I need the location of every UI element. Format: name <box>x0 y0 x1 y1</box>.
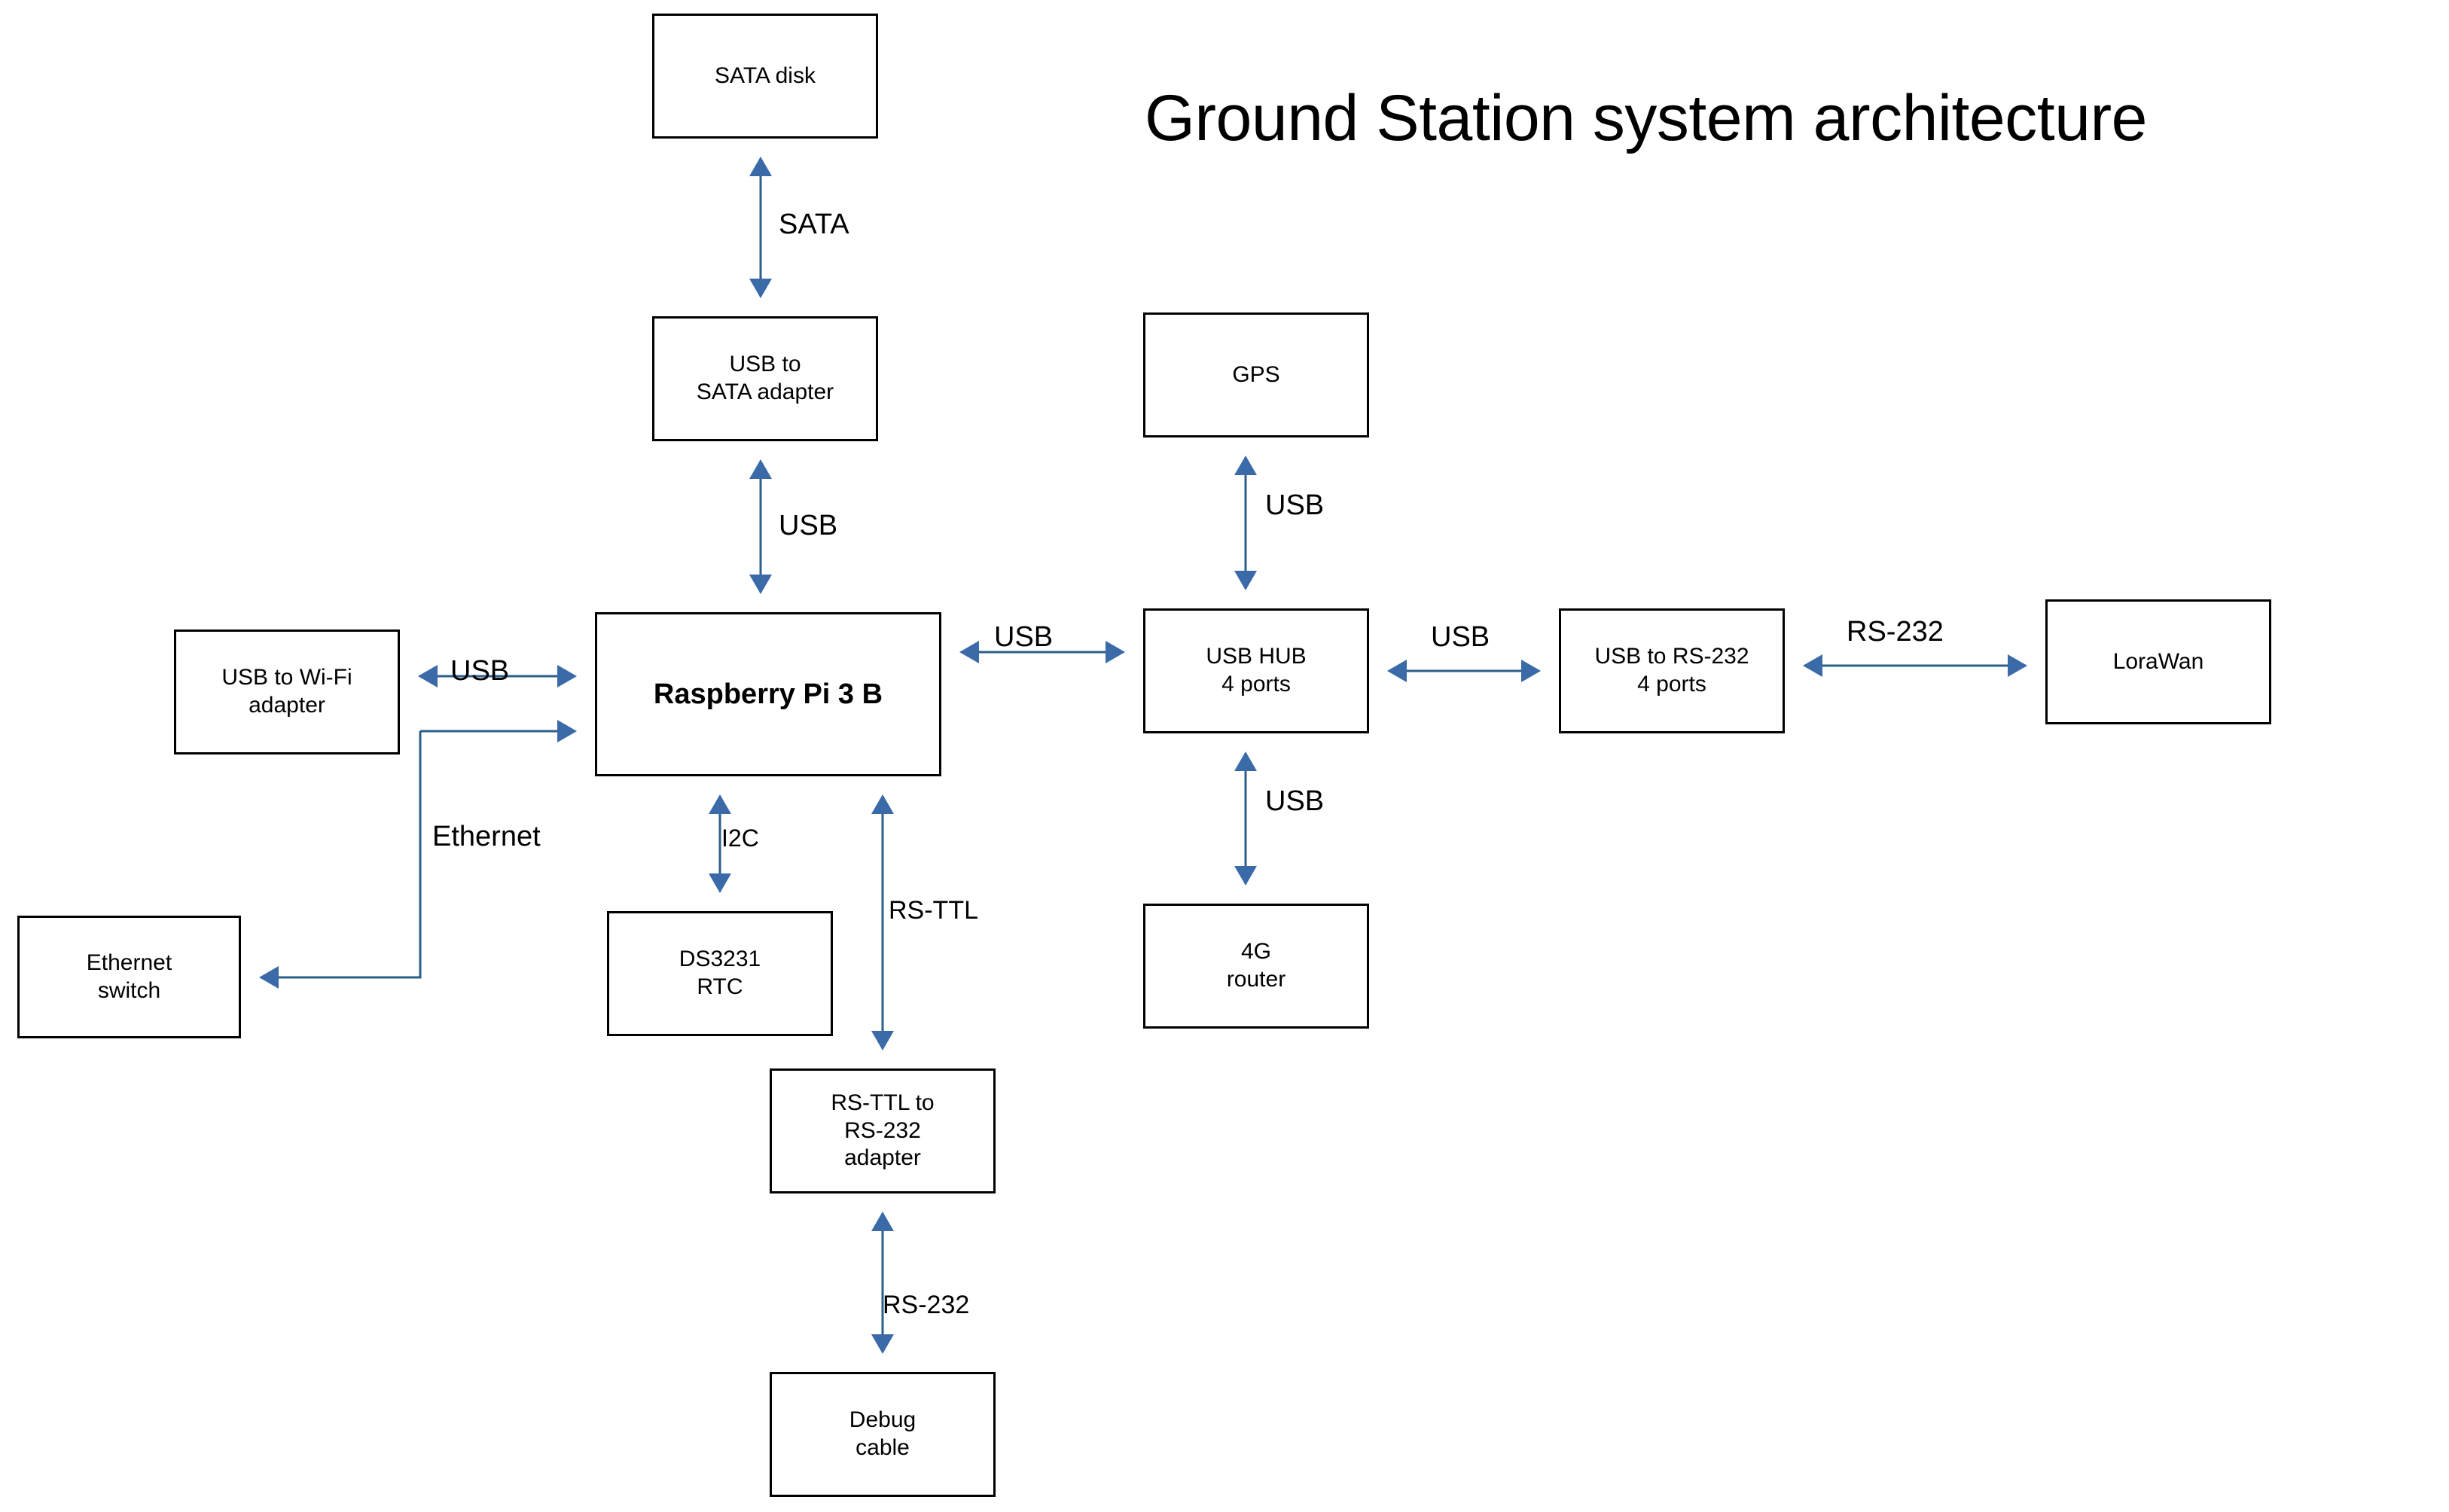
edge-label-sata: SATA <box>779 209 849 240</box>
node-usb-rs232[interactable]: USB to RS-232 4 ports <box>1559 608 1785 733</box>
node-usb-hub[interactable]: USB HUB 4 ports <box>1143 608 1369 733</box>
node-ethernet-switch[interactable]: Ethernet switch <box>17 916 241 1038</box>
edge-label-rs-232-lorawan: RS-232 <box>1847 616 1944 648</box>
node-usb-wifi-adapter[interactable]: USB to Wi-Fi adapter <box>174 629 400 754</box>
node-gps[interactable]: GPS <box>1143 312 1369 437</box>
node-raspberry-pi[interactable]: Raspberry Pi 3 B <box>595 612 941 776</box>
edge-label-i2c: I2C <box>721 825 759 852</box>
node-lorawan[interactable]: LoraWan <box>2045 599 2271 724</box>
edge-label-ethernet: Ethernet <box>432 821 541 852</box>
node-debug-cable[interactable]: Debug cable <box>770 1372 996 1497</box>
edge-label-rs-232-debug: RS-232 <box>883 1291 970 1319</box>
edge-label-usb-pi-hub: USB <box>994 621 1054 653</box>
edge-label-rs-ttl: RS-TTL <box>889 896 978 925</box>
node-usb-sata-adapter[interactable]: USB to SATA adapter <box>652 316 878 441</box>
edge-label-usb-hub-rs232: USB <box>1431 621 1490 653</box>
node-sata-disk[interactable]: SATA disk <box>652 14 878 139</box>
node-ds3231-rtc[interactable]: DS3231 RTC <box>607 911 833 1036</box>
node-4g-router[interactable]: 4G router <box>1143 904 1369 1029</box>
edge-label-usb-wifi: USB <box>450 655 510 687</box>
page-title: Ground Station system architecture <box>1145 82 2147 154</box>
edge-label-usb-gps: USB <box>1265 489 1325 521</box>
node-rs-ttl-adapter[interactable]: RS-TTL to RS-232 adapter <box>770 1068 996 1193</box>
edge-label-usb-4g: USB <box>1265 785 1325 817</box>
edge-label-usb-sata-pi: USB <box>779 510 838 541</box>
edge-raspberry-pi-to-ethernet-switch <box>259 720 577 989</box>
